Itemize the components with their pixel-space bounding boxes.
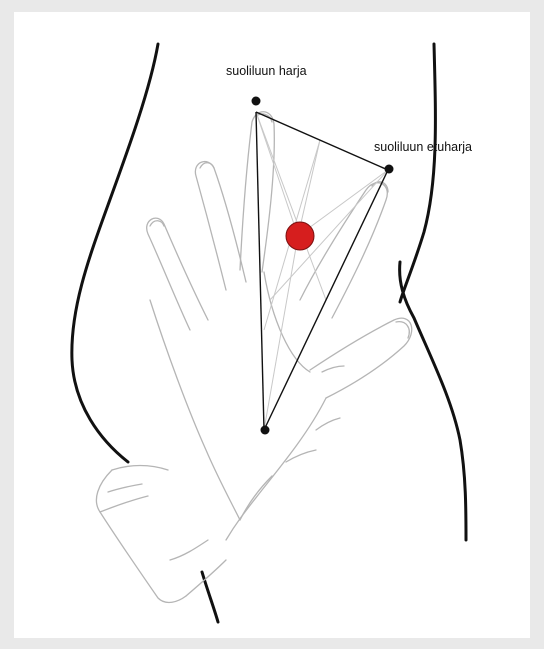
iliac-crest-label: suoliluun harja <box>226 64 307 78</box>
construction-lines <box>256 112 388 430</box>
anterior-iliac-spine-point <box>385 165 394 174</box>
line-spine-to-trochanter <box>264 170 388 430</box>
iliac-crest-point <box>252 97 261 106</box>
body-outline-right-hip <box>400 262 466 540</box>
line-crest-to-trochanter <box>256 112 264 430</box>
body-outline-right <box>400 44 435 302</box>
body-outline-left <box>72 44 158 462</box>
gloved-hand-sketch <box>96 112 411 603</box>
greater-trochanter-point <box>261 426 270 435</box>
line-crest-to-spine <box>256 112 388 170</box>
landmark-triangle <box>256 112 388 430</box>
anterior-iliac-spine-label: suoliluun etuharja <box>374 140 472 154</box>
injection-site-marker <box>286 222 314 250</box>
